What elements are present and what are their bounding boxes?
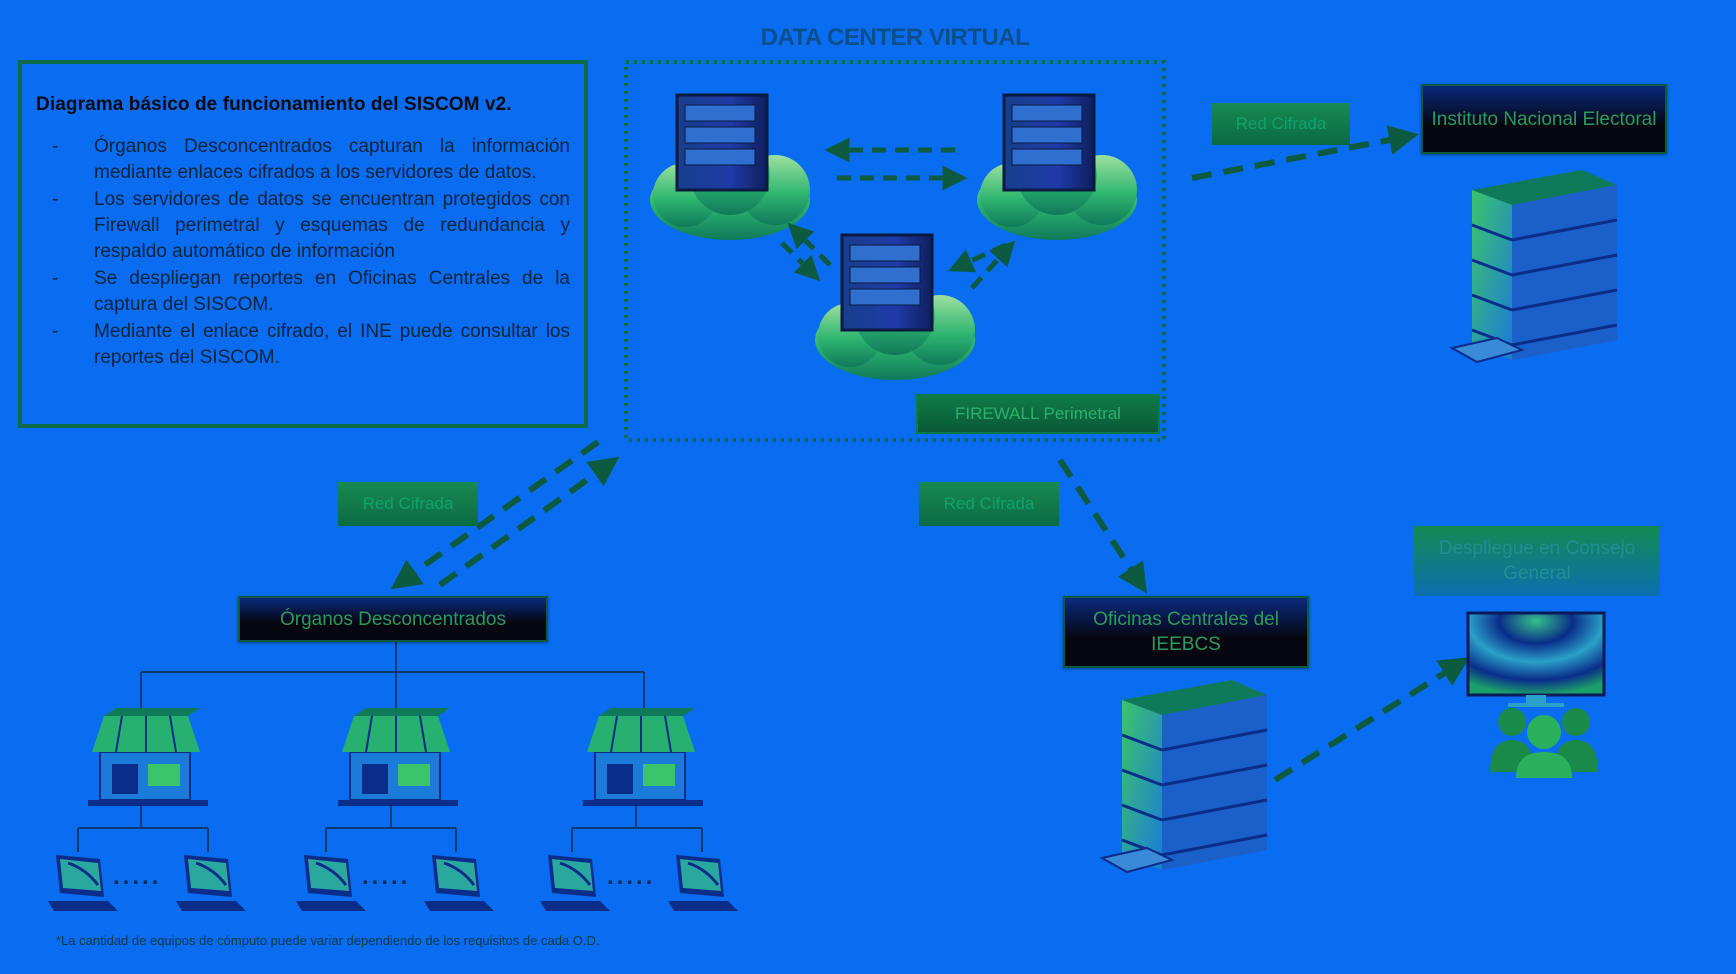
footnote: *La cantidad de equipos de cómputo puede…: [56, 933, 600, 948]
store-icon: [583, 708, 703, 806]
server-cloud-icon: [977, 93, 1137, 240]
datacenter-title: DATA CENTER VIRTUAL: [760, 24, 1030, 51]
organos-label: Órganos Desconcentrados: [238, 596, 548, 642]
monitor-icon: [540, 855, 610, 911]
store-icon: [88, 708, 208, 806]
info-list: -Órganos Desconcentrados capturan la inf…: [36, 134, 570, 371]
red-cifrada-label: Red Cifrada: [919, 482, 1059, 526]
server-cloud-icon: [815, 233, 975, 380]
info-item: -Órganos Desconcentrados capturan la inf…: [52, 136, 570, 183]
red-cifrada-label: Red Cifrada: [338, 482, 478, 526]
pc-ellipsis: .....: [113, 863, 162, 890]
building-icon: [1099, 680, 1268, 874]
monitor-icon: [48, 855, 118, 911]
oficinas-label: Oficinas Centrales del IEEBCS: [1063, 596, 1309, 668]
info-heading: Diagrama básico de funcionamiento del SI…: [36, 94, 512, 115]
monitor-icon: [668, 855, 738, 911]
pc-group: [48, 855, 738, 911]
pc-ellipsis: .....: [607, 863, 656, 890]
org-tree-lines: [77, 637, 703, 852]
monitor-icon: [1466, 611, 1606, 707]
info-item: -Se despliegan reportes en Oficinas Cent…: [52, 268, 570, 315]
red-cifrada-label: Red Cifrada: [1212, 103, 1350, 145]
server-cloud-icon: [650, 93, 810, 240]
info-item: -Los servidores de datos se encuentran p…: [52, 189, 570, 262]
encrypted-link-arrows: [390, 125, 1470, 783]
consejo-label: Despliegue en Consejo General: [1414, 526, 1660, 596]
ine-label: Instituto Nacional Electoral: [1421, 84, 1667, 154]
monitor-icon: [424, 855, 494, 911]
monitor-icon: [296, 855, 366, 911]
firewall-label: FIREWALL Perimetral: [916, 394, 1160, 434]
monitor-icon: [176, 855, 246, 911]
store-icon: [338, 708, 458, 806]
server-sync-arrows: [780, 137, 1016, 290]
pc-ellipsis: .....: [362, 863, 411, 890]
info-box: Diagrama básico de funcionamiento del SI…: [18, 60, 588, 428]
info-item: -Mediante el enlace cifrado, el INE pued…: [52, 321, 570, 368]
building-icon: [1449, 170, 1618, 364]
datacenter-frame: [624, 60, 1166, 442]
people-icon: [1490, 708, 1598, 778]
